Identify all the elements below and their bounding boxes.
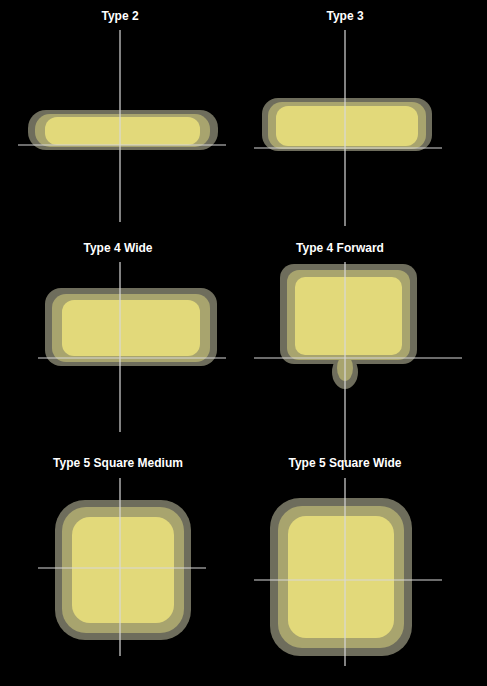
type-label: Type 5 Square Wide	[288, 456, 401, 470]
type-4-forward-pattern	[254, 262, 462, 462]
type-label: Type 4 Wide	[83, 241, 152, 255]
type-label: Type 3	[326, 9, 363, 23]
type-label: Type 4 Forward	[296, 241, 384, 255]
type-5-square-medium-pattern	[38, 478, 206, 656]
type-2-pattern	[18, 30, 226, 222]
type-label: Type 5 Square Medium	[53, 456, 183, 470]
type-4-wide-pattern	[38, 262, 226, 432]
type-5-square-wide-pattern	[254, 478, 442, 666]
type-3-pattern	[254, 30, 442, 226]
type-label: Type 2	[101, 9, 138, 23]
